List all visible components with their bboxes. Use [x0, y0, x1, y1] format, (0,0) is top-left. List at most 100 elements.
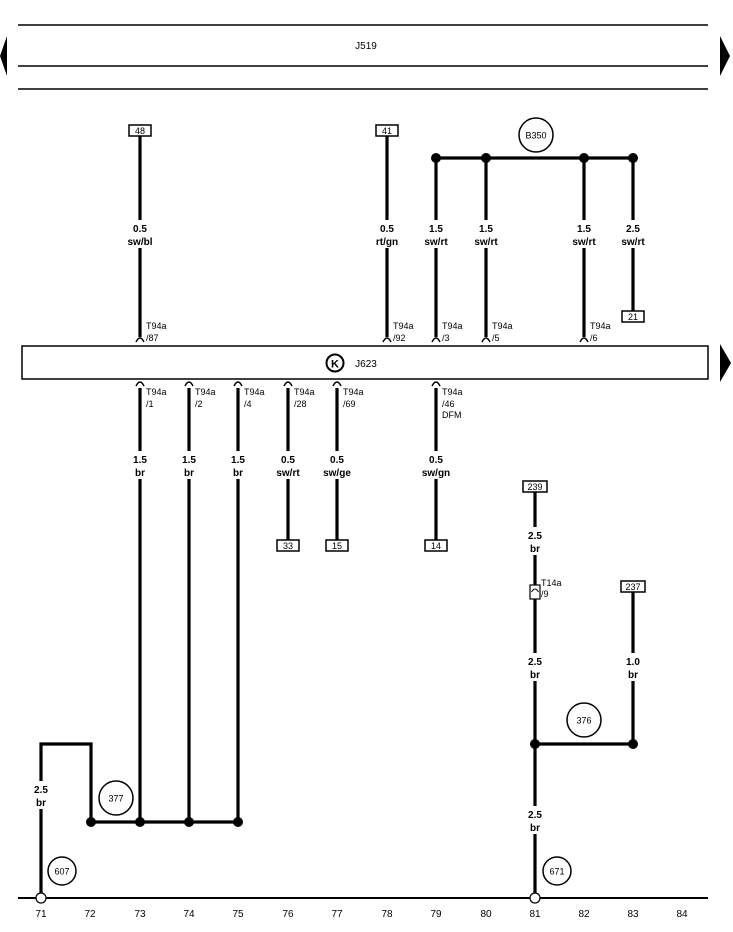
pin-3: T94a /3 [431, 321, 463, 343]
svg-text:T94a: T94a [146, 387, 167, 397]
svg-text:sw/ge: sw/ge [323, 468, 351, 479]
svg-text:br: br [530, 544, 540, 555]
wire-label-28: 0.5 sw/rt [274, 451, 302, 479]
wire-label-71: 2.5 br [27, 781, 55, 809]
terminal-14: 14 [424, 539, 448, 552]
svg-text:B350: B350 [525, 131, 546, 141]
svg-text:2.5: 2.5 [528, 810, 542, 821]
circle-671: 671 [542, 856, 572, 886]
ground-point [529, 892, 541, 904]
wire-label-9: 2.5 br [521, 653, 549, 681]
svg-text:83: 83 [627, 909, 639, 920]
svg-text:0.5: 0.5 [330, 455, 344, 466]
svg-text:/1: /1 [146, 399, 154, 409]
connector-t14a [529, 584, 541, 600]
svg-text:1.0: 1.0 [626, 657, 640, 668]
pin-2: T94a /2 [184, 381, 216, 409]
svg-text:T94a: T94a [492, 321, 513, 331]
svg-text:/9: /9 [541, 589, 549, 599]
pin-6: T94a /6 [579, 321, 611, 343]
svg-text:sw/rt: sw/rt [276, 468, 300, 479]
svg-text:T94a: T94a [244, 387, 265, 397]
svg-text:/4: /4 [244, 399, 252, 409]
terminal-15: 15 [325, 539, 349, 552]
svg-text:/3: /3 [442, 333, 450, 343]
wire-label-41: 0.5 rt/gn [373, 220, 401, 248]
ground-point [35, 892, 47, 904]
terminal-48: 48 [128, 124, 152, 137]
svg-text:0.5: 0.5 [429, 455, 443, 466]
svg-text:41: 41 [382, 126, 392, 136]
svg-text:T94a: T94a [195, 387, 216, 397]
svg-text:T94a: T94a [442, 387, 463, 397]
terminal-33: 33 [276, 539, 300, 552]
svg-text:0.5: 0.5 [281, 455, 295, 466]
svg-text:br: br [36, 798, 46, 809]
wire-label-81: 2.5 br [521, 806, 549, 834]
svg-text:1.5: 1.5 [182, 455, 196, 466]
svg-text:71: 71 [35, 909, 47, 920]
svg-text:48: 48 [135, 126, 145, 136]
svg-text:/69: /69 [343, 399, 356, 409]
svg-text:81: 81 [529, 909, 541, 920]
svg-text:2.5: 2.5 [528, 531, 542, 542]
svg-text:sw/rt: sw/rt [424, 237, 448, 248]
svg-text:br: br [135, 468, 145, 479]
continue-left-arrow-icon [0, 36, 7, 76]
svg-text:br: br [530, 823, 540, 834]
pin-69: T94a /69 [332, 381, 364, 409]
wire-label-21: 2.5 sw/rt [619, 220, 647, 248]
svg-text:79: 79 [430, 909, 442, 920]
k-diagnosis-symbol-icon [325, 353, 345, 373]
pin-t14a-9: T14a /9 [541, 578, 562, 599]
svg-text:1.5: 1.5 [479, 224, 493, 235]
terminal-239: 239 [522, 480, 548, 493]
svg-text:sw/rt: sw/rt [621, 237, 645, 248]
svg-text:82: 82 [578, 909, 590, 920]
ground-bus [18, 892, 708, 904]
svg-text:T94a: T94a [343, 387, 364, 397]
svg-text:DFM: DFM [442, 410, 462, 420]
circle-377: 377 [98, 780, 134, 816]
svg-text:239: 239 [527, 482, 542, 492]
svg-text:1.5: 1.5 [577, 224, 591, 235]
svg-text:/5: /5 [492, 333, 500, 343]
wire-label-1: 1.5 br [126, 451, 154, 479]
j519-label: J519 [355, 41, 377, 52]
wire-label-4: 1.5 br [224, 451, 252, 479]
svg-text:671: 671 [549, 867, 564, 877]
svg-text:rt/gn: rt/gn [376, 237, 398, 248]
svg-text:0.5: 0.5 [380, 224, 394, 235]
wire-label-3: 1.5 sw/rt [422, 220, 450, 248]
continue-right-arrow-icon [720, 36, 730, 76]
svg-text:14: 14 [431, 541, 441, 551]
svg-text:1.5: 1.5 [429, 224, 443, 235]
pin-1: T94a /1 [135, 381, 167, 409]
wire-label-46: 0.5 sw/gn [422, 451, 450, 479]
track-numbers: 71 72 73 74 75 76 77 78 79 80 81 82 83 8… [35, 909, 688, 920]
svg-text:/28: /28 [294, 399, 307, 409]
svg-text:/92: /92 [393, 333, 406, 343]
circle-607: 607 [47, 856, 77, 886]
circle-b350: B350 [518, 117, 554, 153]
terminal-21: 21 [621, 310, 645, 323]
svg-text:80: 80 [480, 909, 492, 920]
terminal-237: 237 [620, 580, 646, 593]
svg-text:sw/rt: sw/rt [474, 237, 498, 248]
svg-text:2.5: 2.5 [528, 657, 542, 668]
svg-text:76: 76 [282, 909, 294, 920]
svg-text:84: 84 [676, 909, 688, 920]
svg-text:2.5: 2.5 [34, 785, 48, 796]
terminal-41: 41 [375, 124, 399, 137]
svg-text:T14a: T14a [541, 578, 562, 588]
pin-92: T94a /92 [382, 321, 414, 343]
pin-46: T94a /46 DFM [431, 381, 463, 420]
svg-text:/6: /6 [590, 333, 598, 343]
svg-text:33: 33 [283, 541, 293, 551]
svg-text:15: 15 [332, 541, 342, 551]
wire-label-48: 0.5 sw/bl [126, 220, 154, 248]
circle-376: 376 [566, 702, 602, 738]
svg-text:T94a: T94a [442, 321, 463, 331]
wire-label-237: 1.0 br [619, 653, 647, 681]
